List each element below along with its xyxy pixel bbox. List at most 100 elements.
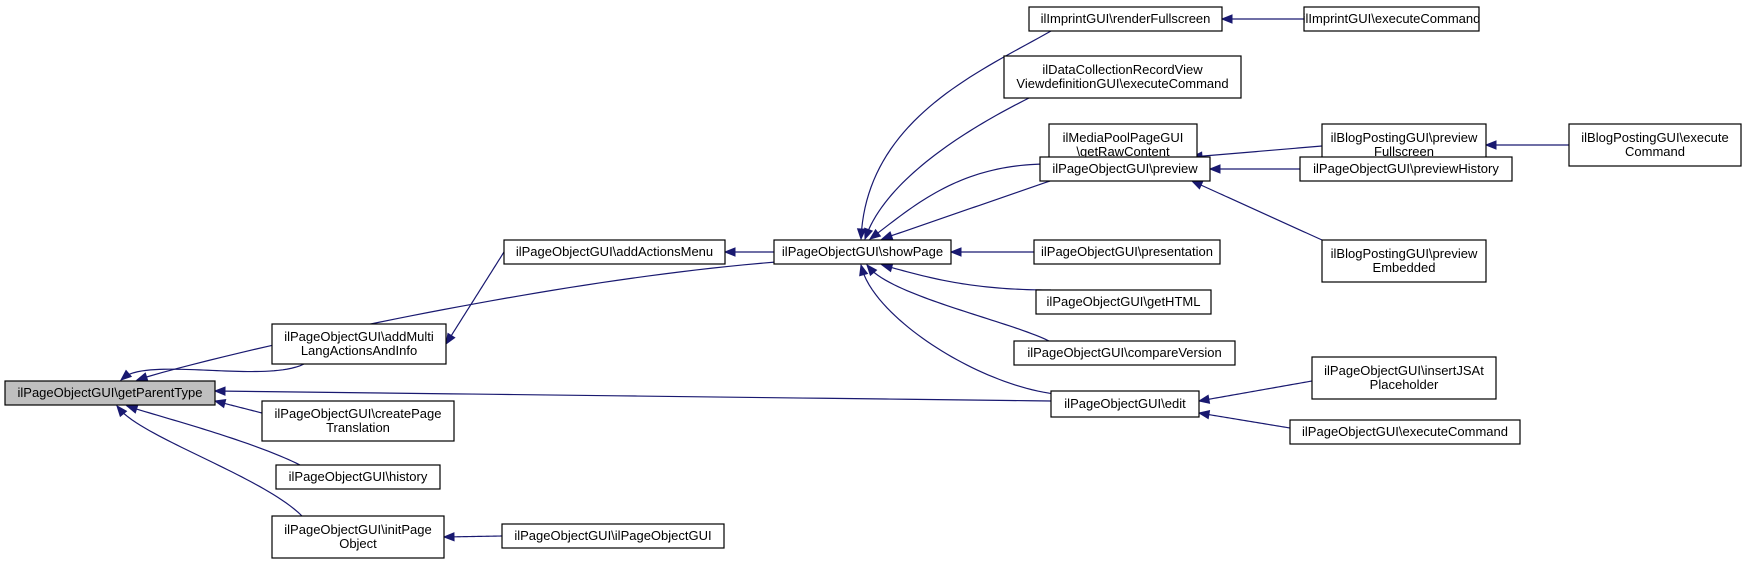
- edge-line: [146, 261, 777, 378]
- edge-arrowhead: [445, 332, 456, 346]
- node-box: [1050, 390, 1200, 418]
- edge-blogPreviewEmbedded-to-preview: [1190, 180, 1323, 241]
- edge-createPageTranslation-to-getParentType: [213, 399, 263, 414]
- node-box: [275, 464, 441, 490]
- node-label: ilPageObjectGUI\createPage: [275, 406, 442, 421]
- edge-arrowhead: [116, 404, 128, 418]
- edge-history-to-getParentType: [125, 404, 301, 466]
- node-box: [1013, 340, 1236, 366]
- node-label: ilPageObjectGUI\getHTML: [1047, 294, 1201, 309]
- edge-line: [1208, 414, 1291, 429]
- node-pageExecute[interactable]: ilPageObjectGUI\executeCommand: [1289, 419, 1521, 445]
- node-box: [1035, 289, 1212, 315]
- node-box: [501, 523, 725, 549]
- edge-line: [224, 390, 1052, 402]
- node-label: ilPageObjectGUI\showPage: [782, 244, 943, 259]
- edge-arrowhead: [135, 372, 149, 382]
- node-box: [773, 239, 952, 265]
- node-dataCollection[interactable]: ilDataCollectionRecordViewViewdefinition…: [1003, 55, 1242, 99]
- node-label: ilPageObjectGUI\presentation: [1041, 244, 1213, 259]
- node-label: ilMediaPoolPageGUI: [1063, 130, 1184, 145]
- edge-line: [1201, 145, 1323, 157]
- edges-layer: [116, 14, 1569, 542]
- node-label: ilPageObjectGUI\initPage: [284, 522, 431, 537]
- node-box: [261, 400, 455, 442]
- nodes-layer: ilPageObjectGUI\getParentType ilPageObjec…: [4, 6, 1742, 559]
- node-compareVersion[interactable]: ilPageObjectGUI\compareVersion: [1013, 340, 1236, 366]
- edge-line: [453, 535, 503, 538]
- node-ilPageObjectGUIctor[interactable]: ilPageObjectGUI\ilPageObjectGUI: [501, 523, 725, 549]
- node-addActionsMenu[interactable]: ilPageObjectGUI\addActionsMenu: [503, 239, 726, 265]
- node-box: [1039, 156, 1211, 182]
- node-label: ilImprintGUI\renderFullscreen: [1041, 11, 1211, 26]
- edge-arrowhead: [949, 247, 962, 257]
- node-presentation[interactable]: ilPageObjectGUI\presentation: [1033, 239, 1221, 265]
- node-box: [1311, 356, 1497, 400]
- edge-line: [891, 267, 1052, 291]
- node-label: ilDataCollectionRecordView: [1042, 62, 1203, 77]
- node-renderFullscreen[interactable]: ilImprintGUI\renderFullscreen: [1028, 6, 1223, 32]
- node-label: ilPageObjectGUI\insertJSAt: [1324, 363, 1484, 378]
- node-label: Translation: [326, 420, 390, 435]
- node-label: ilPageObjectGUI\history: [289, 469, 428, 484]
- node-label: Embedded: [1373, 260, 1436, 275]
- edge-line: [863, 274, 1056, 395]
- edge-mediaPool-to-showPage: [868, 163, 1050, 240]
- node-preview[interactable]: ilPageObjectGUI\preview: [1039, 156, 1211, 182]
- edge-edit-to-getParentType: [213, 386, 1052, 402]
- edge-arrowhead: [864, 227, 874, 241]
- node-history[interactable]: ilPageObjectGUI\history: [275, 464, 441, 490]
- edge-arrowhead: [213, 399, 227, 409]
- edge-line: [1200, 184, 1323, 241]
- edge-getHTML-to-showPage: [880, 263, 1052, 291]
- edge-renderFullscreen-to-showPage: [856, 30, 1052, 241]
- edge-imprintExecute-to-renderFullscreen: [1220, 14, 1304, 24]
- edge-edit-to-showPage: [859, 263, 1056, 395]
- node-label: ilBlogPostingGUI\preview: [1331, 246, 1478, 261]
- edge-arrowhead: [1197, 410, 1211, 420]
- node-box: [271, 515, 445, 559]
- edge-arrowhead: [880, 263, 894, 273]
- node-label: Placeholder: [1370, 377, 1439, 392]
- node-label: ilPageObjectGUI\addMulti: [284, 329, 434, 344]
- edge-line: [123, 412, 303, 517]
- edge-previewHistory-to-preview: [1208, 164, 1300, 174]
- edge-line: [128, 363, 305, 375]
- edge-arrowhead: [1190, 180, 1204, 190]
- edge-dataCollection-to-showPage: [864, 97, 1030, 241]
- node-box: [1303, 6, 1480, 32]
- edge-arrowhead: [859, 263, 869, 277]
- edge-arrowhead: [856, 228, 867, 241]
- edge-showPage-to-addActionsMenu: [723, 247, 774, 257]
- node-showPage[interactable]: ilPageObjectGUI\showPage: [773, 239, 952, 265]
- edge-arrowhead: [1197, 394, 1211, 404]
- node-blogExecute[interactable]: ilBlogPostingGUI\executeCommand: [1568, 123, 1742, 167]
- edge-arrowhead: [119, 369, 133, 381]
- node-getParentType[interactable]: ilPageObjectGUI\getParentType: [4, 380, 216, 406]
- node-previewHistory[interactable]: ilPageObjectGUI\previewHistory: [1299, 156, 1513, 182]
- node-label: ilPageObjectGUI\previewHistory: [1313, 161, 1499, 176]
- node-imprintExecute[interactable]: ilImprintGUI\executeCommand: [1303, 6, 1481, 32]
- node-label: ilPageObjectGUI\ilPageObjectGUI: [514, 528, 711, 543]
- node-addMultiLang[interactable]: ilPageObjectGUI\addMultiLangActionsAndIn…: [271, 323, 447, 365]
- node-box: [271, 323, 447, 365]
- edge-addMultiLang-to-getParentType: [119, 363, 305, 381]
- node-box: [1299, 156, 1513, 182]
- edge-line: [891, 180, 1051, 237]
- edge-ilPageObjectGUIctor-to-initPageObject: [442, 532, 503, 542]
- node-box: [1003, 55, 1242, 99]
- node-label: Command: [1625, 144, 1685, 159]
- node-edit[interactable]: ilPageObjectGUI\edit: [1050, 390, 1200, 418]
- edge-insertJS-to-edit: [1197, 380, 1313, 404]
- node-label: ViewdefinitionGUI\executeCommand: [1016, 76, 1228, 91]
- node-label: \getRawContent: [1076, 144, 1170, 159]
- node-getHTML[interactable]: ilPageObjectGUI\getHTML: [1035, 289, 1212, 315]
- node-box: [1028, 6, 1223, 32]
- edge-arrowhead: [125, 404, 139, 414]
- node-label: ilPageObjectGUI\getParentType: [18, 385, 203, 400]
